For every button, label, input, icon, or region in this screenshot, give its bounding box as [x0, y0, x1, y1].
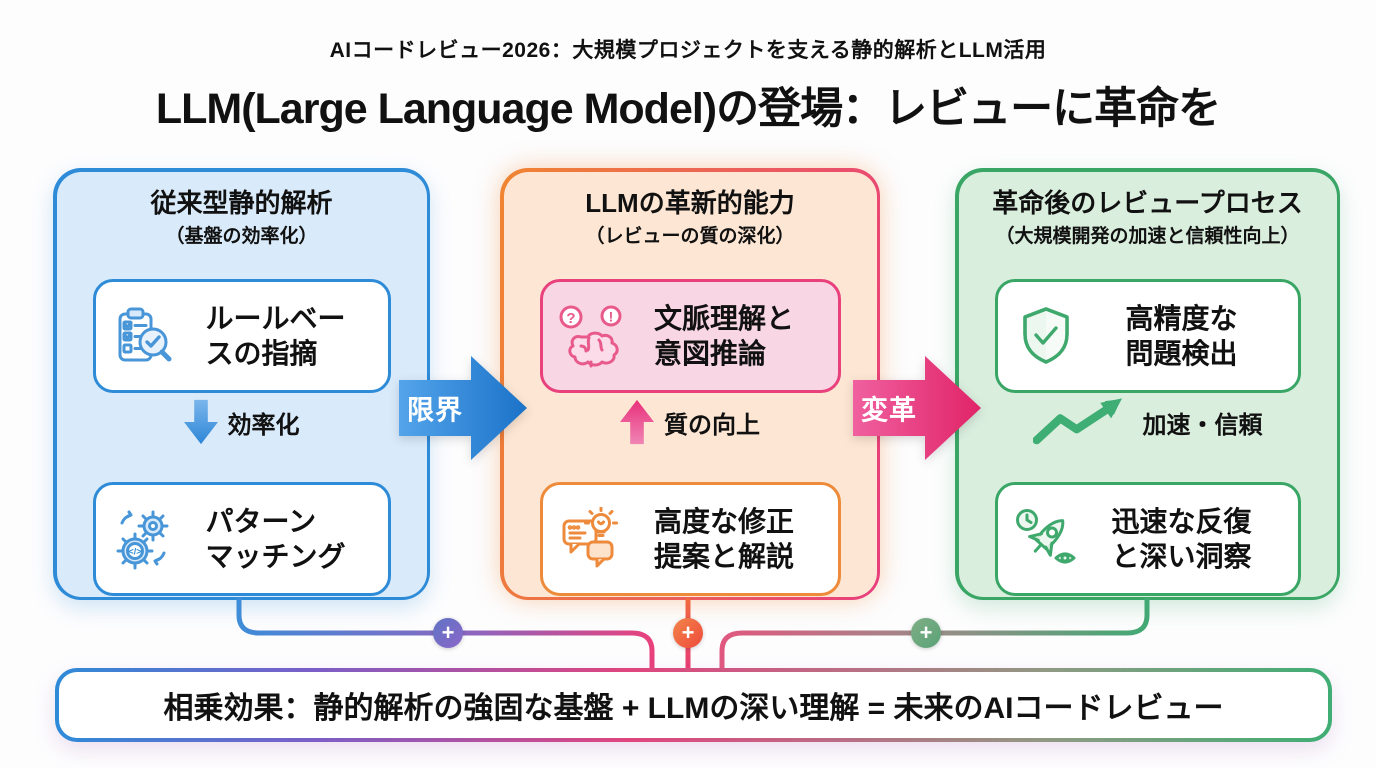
card-pattern-matching: </> パターン マッチング [92, 482, 391, 597]
card-context-understanding: ? ! 文脈理解と 意図推論 [539, 279, 841, 394]
panel-traditional-analysis: 従来型静的解析 （基盤の効率化） ルールベー スの指摘 [53, 168, 430, 600]
flow-arrow-transform: 変革 [852, 346, 984, 470]
card-label: 文脈理解と 意図推論 [653, 302, 794, 370]
trend-up-arrow-icon [1032, 398, 1122, 445]
step-arrow-label: 質の向上 [664, 411, 760, 439]
synergy-banner: 相乗効果：静的解析の強固な基盤 + LLMの深い理解 = 未来のAIコードレビュ… [55, 668, 1332, 742]
step-arrow-label: 効率化 [227, 411, 300, 439]
card-label: 迅速な反復 と深い洞察 [1111, 505, 1252, 573]
step-arrow-row: 加速・信頼 [1032, 393, 1263, 451]
panel-title: LLMの革新的能力 [585, 187, 795, 218]
card-label: ルールベー スの指摘 [205, 302, 346, 370]
card-label: 高精度な 問題検出 [1125, 302, 1238, 370]
kicker: AIコードレビュー2026：大規模プロジェクトを支える静的解析とLLM活用 [329, 39, 1047, 62]
svg-text:?: ? [566, 310, 575, 327]
right-arrow-icon [853, 356, 981, 460]
down-arrow-icon [183, 400, 218, 445]
card-label: パターン マッチング [205, 505, 346, 573]
page-title: LLM(Large Language Model)の登場：レビューに革命を [155, 85, 1221, 133]
step-arrow-row: 質の向上 [620, 393, 760, 451]
panel-llm-capabilities: LLMの革新的能力 （レビューの質の深化） ? ! 文脈理解と 意図推論 [500, 168, 880, 600]
card-label: 高度な修正 提案と解説 [653, 505, 794, 573]
panel-title: 従来型静的解析 [150, 187, 333, 218]
synergy-text: 相乗効果：静的解析の強固な基盤 + LLMの深い理解 = 未来のAIコードレビュ… [163, 692, 1224, 725]
plus-icon: + [441, 620, 455, 645]
brain-icon: ? ! [559, 305, 621, 368]
step-arrow-row: 効率化 [183, 393, 300, 451]
up-arrow-icon [620, 400, 654, 445]
svg-text:!: ! [608, 309, 613, 325]
card-rule-based-findings: ルールベー スの指摘 [92, 279, 391, 394]
panel-subtitle: （基盤の効率化） [165, 226, 318, 248]
card-rapid-iteration: 迅速な反復 と深い洞察 [994, 482, 1301, 597]
card-fix-suggestions: 高度な修正 提案と解説 [539, 482, 841, 597]
plus-badge: + [911, 618, 941, 648]
flow-arrow-label: 変革 [861, 395, 917, 426]
plus-badge: + [433, 618, 463, 648]
plus-badge: + [673, 618, 703, 648]
step-arrow-label: 加速・信頼 [1142, 411, 1263, 439]
svg-text:</>: </> [128, 547, 141, 557]
flow-arrow-limit: 限界 [398, 346, 530, 470]
rocket-clock-eye-icon [1015, 509, 1075, 564]
flow-arrow-label: 限界 [407, 395, 463, 426]
panel-title: 革命後のレビュープロセス [992, 187, 1303, 218]
plus-icon: + [919, 620, 933, 645]
shield-check-icon [1022, 307, 1069, 365]
panel-review-process: 革命後のレビュープロセス （大規模開発の加速と信頼性向上） 高精度な 問題検出 … [955, 168, 1340, 600]
panel-subtitle: （レビューの質の深化） [585, 226, 795, 248]
chat-lightbulb-icon [562, 507, 618, 568]
checklist-magnifier-icon [118, 307, 171, 362]
card-problem-detection: 高精度な 問題検出 [994, 279, 1301, 394]
panel-subtitle: （大規模開発の加速と信頼性向上） [995, 226, 1300, 248]
gears-code-icon: </> [116, 510, 168, 570]
right-arrow-icon [399, 356, 527, 460]
plus-icon: + [681, 620, 695, 645]
